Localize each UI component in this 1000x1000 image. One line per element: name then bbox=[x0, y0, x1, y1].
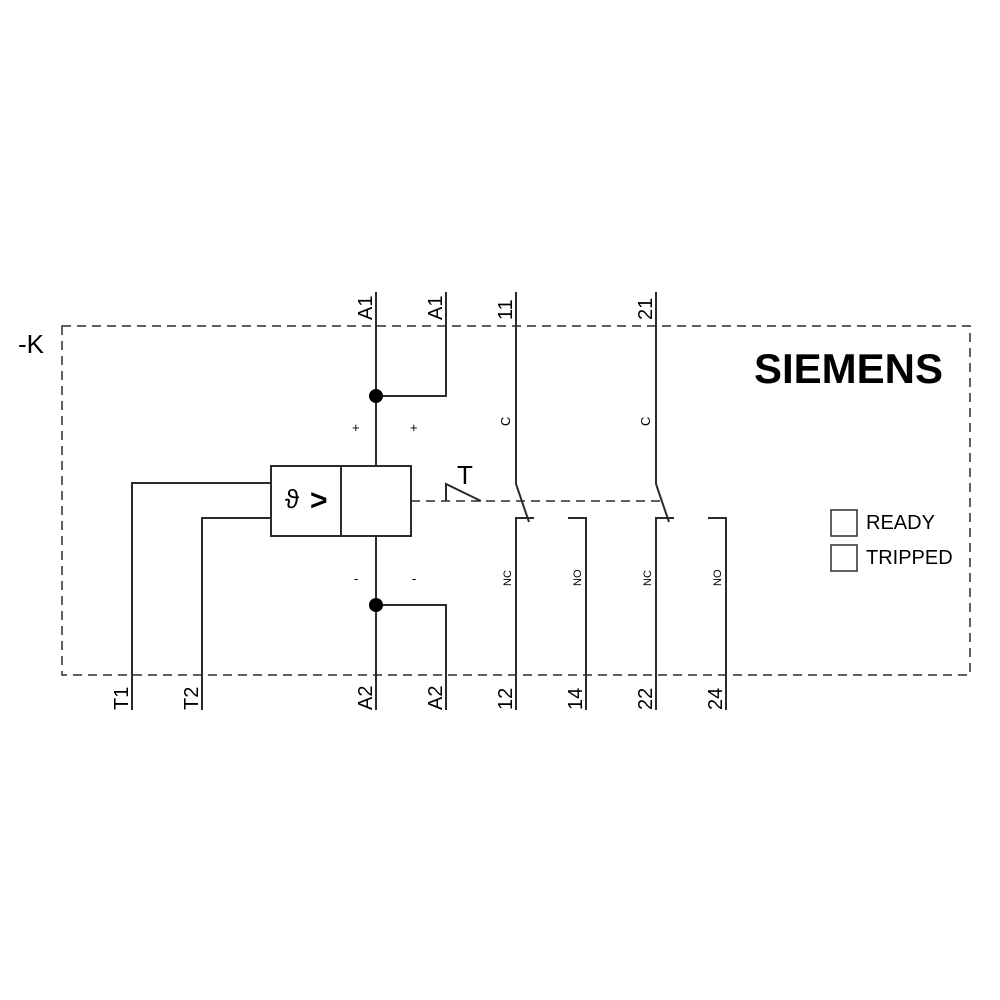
polarity-minus-right: - bbox=[412, 571, 416, 586]
terminal-label-12: 12 bbox=[495, 688, 517, 710]
contact-2-nc-wire bbox=[655, 517, 674, 710]
terminal-label-t1: T1 bbox=[111, 687, 133, 710]
tripped-indicator-box bbox=[830, 544, 858, 572]
polarity-plus-left: + bbox=[352, 420, 360, 435]
contact-1-no-wire bbox=[568, 517, 587, 710]
device-tag: -K bbox=[18, 329, 45, 359]
greater-than-symbol: > bbox=[310, 484, 328, 517]
wire-a2-bridge bbox=[376, 604, 447, 710]
timer-label: T bbox=[457, 460, 473, 490]
polarity-minus-left: - bbox=[354, 571, 358, 586]
contact-2-no-wire bbox=[708, 517, 727, 710]
wire-a1-bridge bbox=[376, 292, 447, 397]
brand-logo: SIEMENS bbox=[754, 345, 943, 392]
terminal-label-11: 11 bbox=[495, 299, 517, 320]
terminal-label-22: 22 bbox=[635, 688, 657, 710]
terminal-label-a1-bridge: A1 bbox=[425, 296, 447, 320]
junction-dot-a1 bbox=[369, 389, 383, 403]
contact-2-switch-blade bbox=[655, 483, 670, 523]
contact-1-no-label: NO bbox=[572, 569, 584, 586]
contact-2-common-label: C bbox=[638, 417, 653, 426]
terminal-label-a2: A2 bbox=[355, 686, 377, 710]
polarity-plus-right: + bbox=[410, 420, 418, 435]
ready-indicator-label: READY bbox=[866, 512, 935, 534]
theta-symbol: ϑ bbox=[285, 484, 300, 514]
junction-dot-a2 bbox=[369, 598, 383, 612]
wire-t2 bbox=[201, 517, 271, 710]
contact-1-common-label: C bbox=[498, 417, 513, 426]
tripped-indicator-label: TRIPPED bbox=[866, 547, 953, 569]
terminal-label-14: 14 bbox=[565, 688, 587, 710]
terminal-label-21: 21 bbox=[635, 298, 657, 320]
contact-1-nc-wire bbox=[515, 517, 534, 710]
terminal-label-a1: A1 bbox=[355, 296, 377, 320]
terminal-label-24: 24 bbox=[705, 688, 727, 710]
contact-2-nc-label: NC bbox=[642, 570, 654, 586]
timer-delay-symbol bbox=[445, 482, 482, 502]
contact-1-switch-blade bbox=[515, 483, 530, 523]
wire-t1 bbox=[131, 482, 271, 710]
ready-indicator-box bbox=[830, 509, 858, 537]
contact-2-no-label: NO bbox=[712, 569, 724, 586]
contact-1-nc-label: NC bbox=[502, 570, 514, 586]
terminal-label-a2-bridge: A2 bbox=[425, 686, 447, 710]
terminal-label-t2: T2 bbox=[181, 687, 203, 710]
